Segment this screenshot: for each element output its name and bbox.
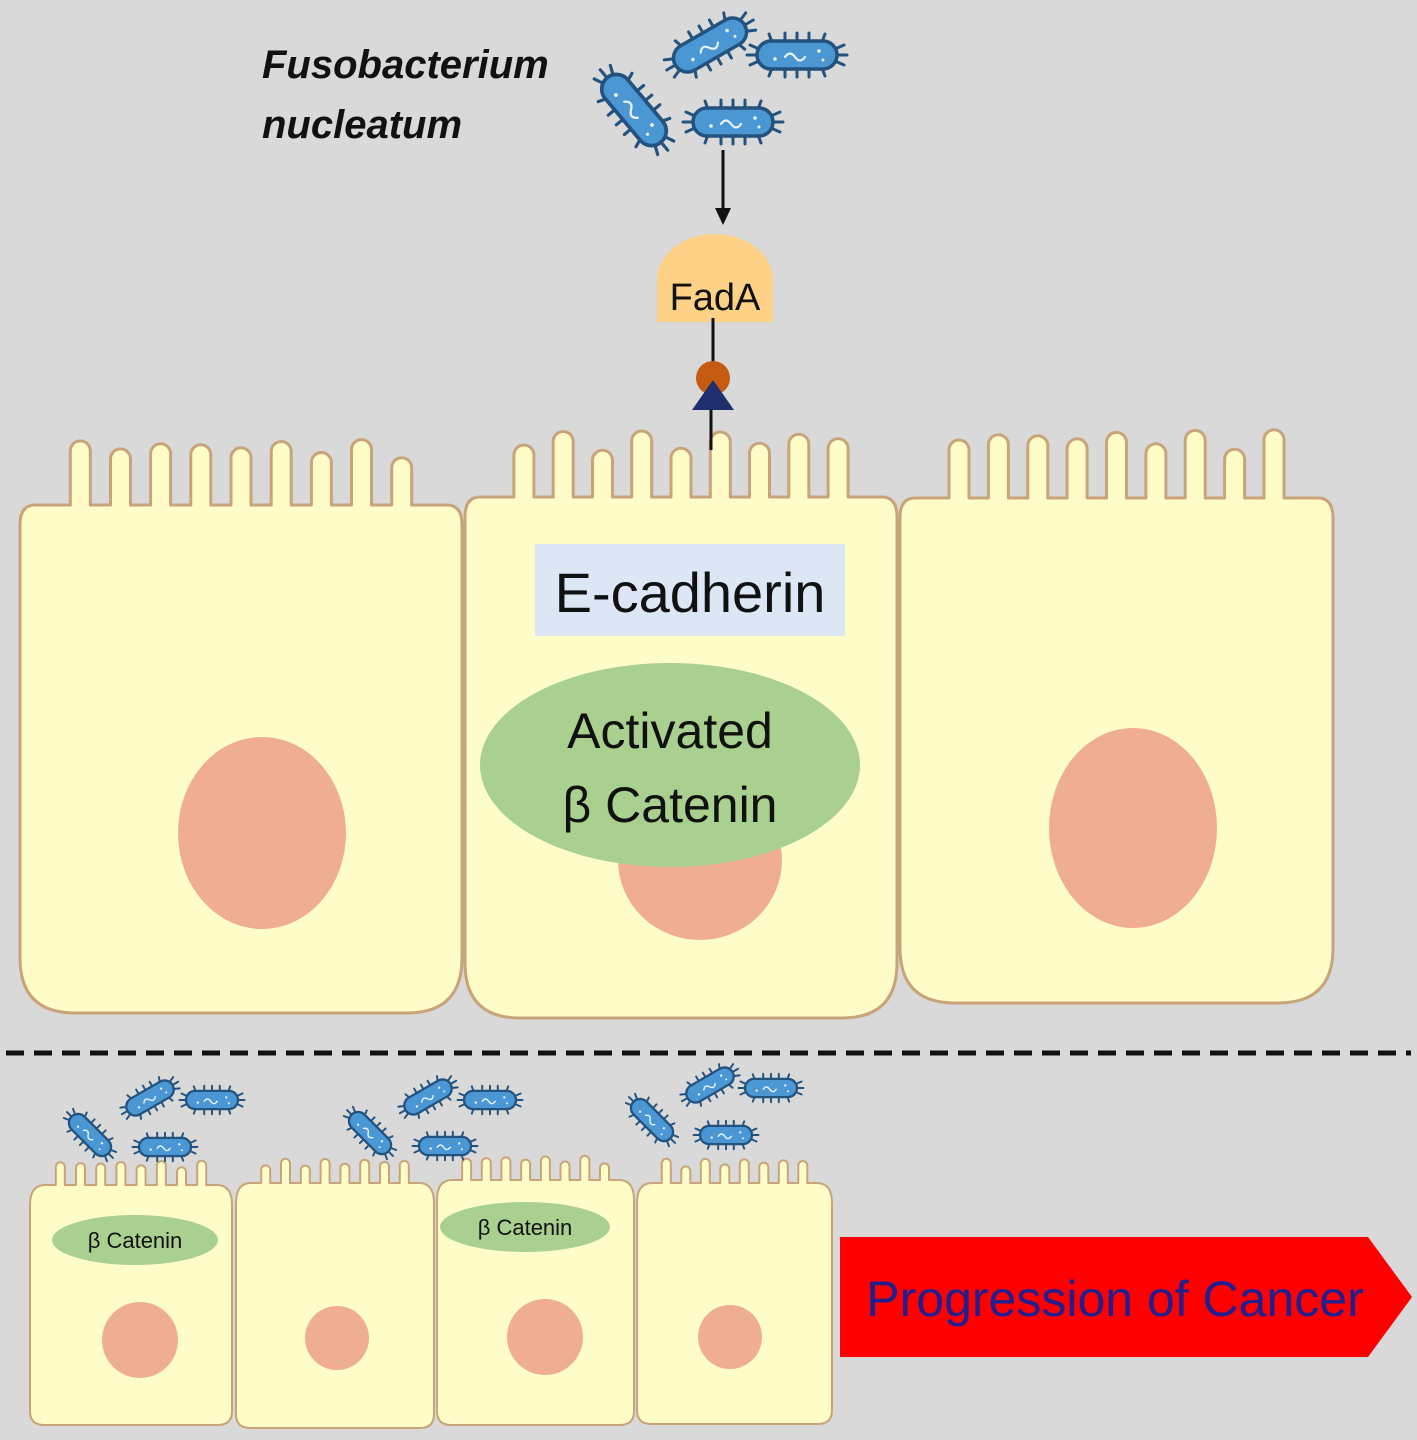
activated-catenin-label-2: β Catenin <box>563 777 778 833</box>
bacteria-cluster-bottom-1 <box>55 1068 246 1170</box>
activated-catenin-label-1: Activated <box>567 703 773 759</box>
activated-catenin-ellipse <box>480 663 860 867</box>
bacterium-icon <box>673 1055 747 1115</box>
bacteria-cluster-top <box>580 0 849 167</box>
receptor-triangle-icon <box>692 380 734 410</box>
bacterium-icon <box>391 1067 465 1127</box>
bacterium-icon <box>653 0 767 91</box>
small-nucleus-2 <box>305 1306 369 1370</box>
catenin-small-label-1: β Catenin <box>88 1228 183 1253</box>
bacterium-icon <box>692 1119 760 1151</box>
bacteria-cluster-bottom-2 <box>335 1067 524 1168</box>
epithelial-cell <box>436 1154 635 1426</box>
small-nucleus-4 <box>698 1305 762 1369</box>
epithelial-cell <box>898 428 1335 1005</box>
receptor-dot <box>696 361 730 395</box>
progression-label: Progression of Cancer <box>866 1271 1363 1327</box>
e-cadherin-label: E-cadherin <box>555 561 826 624</box>
small-nucleus-3 <box>507 1299 583 1375</box>
organism-label-2: nucleatum <box>262 103 462 147</box>
epithelial-cell <box>636 1157 833 1425</box>
bacterium-icon <box>681 98 785 146</box>
bacterium-icon <box>411 1130 479 1162</box>
catenin-small-ellipse-2 <box>440 1202 610 1252</box>
bacterium-icon <box>456 1084 524 1116</box>
e-cadherin-box <box>535 544 845 636</box>
bacterium-icon <box>113 1068 187 1128</box>
fada-shape <box>657 234 773 322</box>
bacterium-icon <box>617 1085 687 1155</box>
bacterium-icon <box>745 31 849 79</box>
epithelial-cell <box>29 1159 233 1426</box>
arrow-head-icon <box>715 208 731 225</box>
epithelial-cell <box>235 1157 435 1429</box>
progression-arrow <box>840 1237 1412 1357</box>
catenin-small-ellipse-1 <box>52 1215 218 1265</box>
bacteria-cluster-bottom-3 <box>617 1055 805 1155</box>
bacterium-icon <box>737 1072 805 1104</box>
epithelial-cell <box>18 438 464 1015</box>
bacterium-icon <box>580 53 688 167</box>
catenin-small-label-2: β Catenin <box>478 1215 573 1240</box>
bacterium-icon <box>55 1100 125 1170</box>
nucleus-right <box>1049 728 1217 928</box>
bacterium-icon <box>178 1084 246 1116</box>
small-nucleus-1 <box>102 1302 178 1378</box>
bacterium-icon <box>335 1098 405 1168</box>
bacterium-icon <box>131 1131 199 1163</box>
fada-label: FadA <box>670 277 761 319</box>
organism-label-1: Fusobacterium <box>262 43 549 87</box>
nucleus-left <box>178 737 346 929</box>
small-epithelial-cells <box>29 1154 833 1429</box>
